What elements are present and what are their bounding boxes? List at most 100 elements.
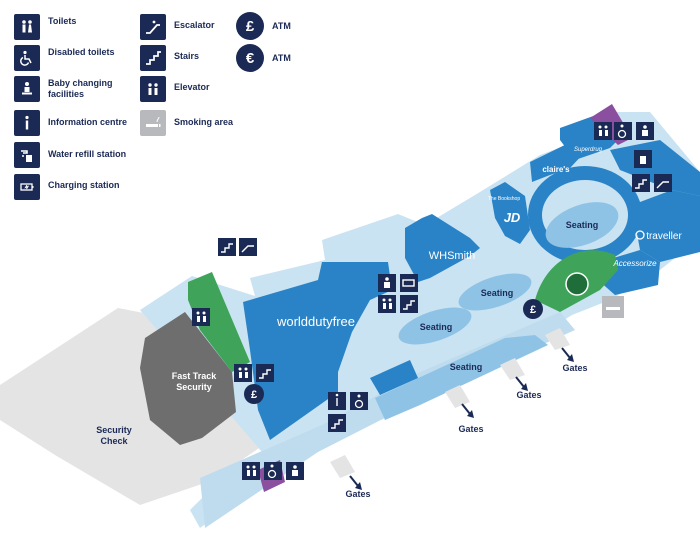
gate-connector-2 (445, 385, 470, 408)
elevator-icon[interactable] (192, 308, 210, 326)
atm-pound-icon: £ (236, 12, 264, 40)
water-refill-icon (14, 142, 40, 168)
gates-4[interactable]: Gates (561, 347, 588, 373)
store-traveller: traveller (646, 231, 682, 242)
stairs-icon[interactable] (632, 174, 650, 192)
toilets-icon (14, 14, 40, 40)
legend-elevator-label: Elevator (174, 82, 210, 92)
security-check-label-2: Check (100, 436, 128, 446)
map-wheelchair-glyphs (267, 129, 627, 479)
store-world-duty-free: worlddutyfree (276, 314, 355, 329)
escalator-icon[interactable] (239, 238, 257, 256)
fast-track-label-1: Fast Track (172, 371, 218, 381)
small-store-lower[interactable] (370, 360, 418, 395)
jd-store[interactable] (490, 182, 530, 244)
gates-3[interactable]: Gates (515, 376, 542, 400)
elevator-icon (140, 76, 166, 102)
green-area-left (188, 272, 250, 372)
gates-1[interactable]: Gates (345, 475, 371, 499)
stairs-icon[interactable] (400, 295, 418, 313)
seating-area-1[interactable] (539, 193, 624, 257)
map-icon-dots (196, 124, 648, 476)
elevator-icon[interactable] (378, 295, 396, 313)
seating-label-1: Seating (566, 220, 599, 230)
map-icon-glyphs (221, 179, 669, 429)
store-accessorize: Accessorize (612, 259, 657, 268)
information-icon (14, 110, 40, 136)
legend-smoking: Smoking area (140, 110, 233, 136)
seating-label-2: Seating (481, 288, 514, 298)
store-whsmith: WHSmith (429, 250, 475, 262)
smoking-icon (606, 307, 620, 310)
starbucks-logo (565, 272, 589, 296)
legend-smoking-label: Smoking area (174, 117, 234, 127)
stairs-icon[interactable] (218, 238, 236, 256)
gates-arrowhead-icon (567, 354, 574, 362)
legend-water-refill: Water refill station (14, 142, 126, 168)
atm-euro-icon: € (236, 44, 264, 72)
elevator-icon[interactable] (234, 364, 252, 382)
world-duty-free-store[interactable] (243, 262, 392, 440)
legend-atm-eur: € ATM (236, 44, 291, 72)
legend-charging-label: Charging station (48, 180, 120, 190)
traveller-store[interactable] (632, 190, 700, 262)
legend-information-label: Information centre (48, 117, 128, 127)
atm-pound-symbol: £ (251, 389, 257, 401)
seating-area-3[interactable] (394, 300, 476, 352)
disabled-toilets-icon (14, 45, 40, 71)
seating-label-4: Seating (450, 362, 483, 372)
legend-toilets: Toilets (14, 14, 76, 40)
store-bookshop: The Bookshop (488, 196, 520, 202)
store-claires: claire's (542, 165, 570, 174)
legend-escalator: Escalator (140, 14, 215, 40)
legend-baby-changing: Baby changing facilities (14, 76, 138, 102)
whsmith-store[interactable] (405, 214, 480, 282)
toilets-icon[interactable] (594, 122, 612, 140)
fast-track-label-2: Security (176, 382, 212, 392)
toilets-icon[interactable] (242, 462, 260, 480)
gate-connector-1 (330, 455, 355, 478)
gates-label-3: Gates (516, 390, 541, 400)
legend-toilets-label: Toilets (48, 16, 77, 26)
store-strip (322, 218, 405, 262)
traveller-pin-icon (635, 230, 645, 240)
fast-track-security-area[interactable] (140, 312, 236, 445)
stairs-icon[interactable] (328, 414, 346, 432)
gates-label-1: Gates (345, 489, 370, 499)
legend-charging: Charging station (14, 174, 120, 200)
gates-arrow-icon (561, 347, 571, 359)
legend-stairs: Stairs (140, 45, 199, 71)
store-jd: JD (504, 210, 521, 225)
legend-water-refill-label: Water refill station (48, 149, 127, 159)
gate-connector-4 (545, 328, 570, 350)
legend-disabled-toilets-label: Disabled toilets (48, 47, 115, 57)
seating-area-4[interactable] (375, 335, 548, 420)
escalator-icon[interactable] (654, 174, 672, 192)
gates-2[interactable]: Gates (458, 403, 484, 434)
legend-atm-gbp-label: ATM (272, 20, 291, 31)
atm-marker-2[interactable]: £ (523, 299, 543, 319)
gate-connector-3 (500, 358, 525, 380)
atm-marker-1[interactable]: £ (244, 384, 264, 404)
smoking-area-icon (140, 110, 166, 136)
charging-station-icon[interactable] (400, 274, 418, 292)
charging-station-icon (14, 174, 40, 200)
gates-label-4: Gates (562, 363, 587, 373)
legend-atm-gbp: £ ATM (236, 12, 291, 40)
gates-label-2: Gates (458, 424, 483, 434)
stairs-icon (140, 45, 166, 71)
legend-stairs-label: Stairs (174, 51, 200, 61)
seating-area-2[interactable] (454, 266, 536, 318)
legend-elevator: Elevator (140, 76, 210, 102)
store-superdrug: Superdrug (574, 147, 603, 153)
store-right-top[interactable] (610, 140, 700, 196)
gates-arrow-icon (515, 376, 525, 388)
legend-information: Information centre (14, 110, 127, 136)
legend-baby-changing-label: Baby changing facilities (48, 78, 113, 99)
legend-disabled-toilets: Disabled toilets (14, 45, 115, 71)
gates-arrow-icon (461, 403, 471, 415)
stairs-icon[interactable] (256, 364, 274, 382)
seating-label-3: Seating (420, 322, 453, 332)
security-check-label-1: Security (96, 425, 132, 435)
